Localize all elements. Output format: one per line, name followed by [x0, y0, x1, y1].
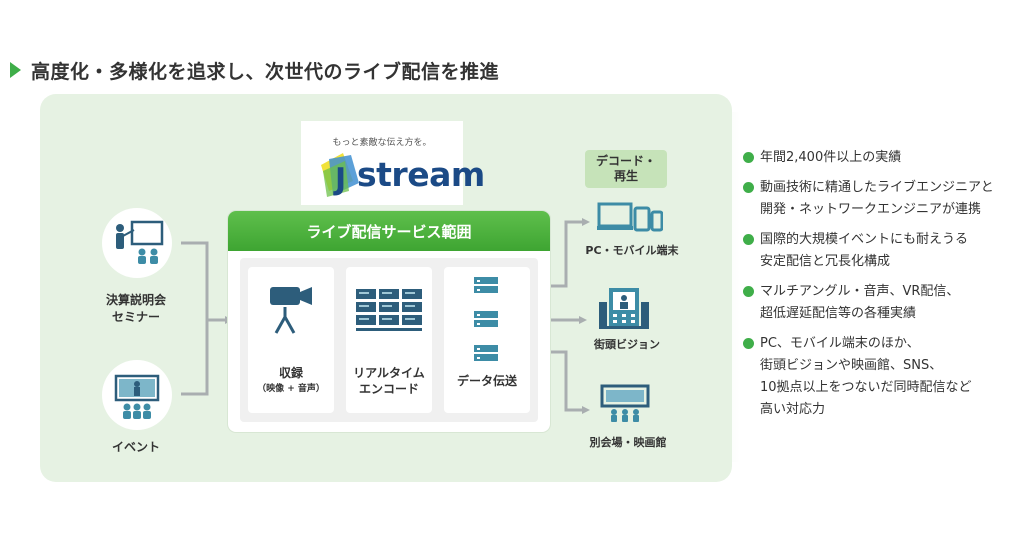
feature-item: 年間2,400件以上の実績 — [743, 147, 1018, 169]
service-scope-title: ライブ配信サービス範囲 — [306, 223, 472, 241]
step-transmit-label: データ伝送 — [456, 374, 517, 388]
service-scope-header — [228, 211, 550, 251]
section-heading: 高度化・多様化を追求し、次世代のライブ配信を推進 — [10, 58, 500, 83]
source-seminar-label: 決算説明会 セミナー — [105, 293, 166, 324]
bullet-dot-icon — [743, 338, 754, 349]
encoder-server-icon — [356, 289, 422, 331]
source-event-label: イベント — [111, 440, 160, 454]
features-list: 年間2,400件以上の実績 動画技術に精通したライブエンジニアと 開発・ネットワ… — [743, 147, 1018, 429]
heading-text: 高度化・多様化を追求し、次世代のライブ配信を推進 — [31, 60, 500, 83]
logo-mark-icon: J — [321, 153, 359, 197]
pc-mobile-devices-icon — [597, 202, 663, 232]
jstream-logo: もっと素敵な伝え方を。 J stream — [301, 121, 485, 205]
source-event-circle — [102, 360, 172, 430]
event-stage-icon — [114, 374, 160, 419]
bullet-dot-icon — [743, 286, 754, 297]
dest-theater-label: 別会場・映画館 — [589, 436, 667, 449]
step-recording-card: 収録 （映像 + 音声） — [248, 267, 334, 413]
decode-badge-label: デコード・ 再生 — [595, 154, 656, 183]
panel-edge-fade — [700, 112, 740, 462]
decode-badge — [585, 150, 667, 188]
source-seminar-circle — [102, 208, 172, 278]
feature-item: 国際的大規模イベントにも耐えうる 安定配信と冗長化構成 — [743, 229, 1018, 273]
feature-item: PC、モバイル端末のほか、 街頭ビジョンや映画館、SNS、 10拠点以上をつない… — [743, 333, 1018, 421]
bullet-dot-icon — [743, 152, 754, 163]
data-server-stack-icon — [474, 277, 498, 361]
theater-screen-icon — [600, 384, 650, 422]
step-recording-label: 収録 （映像 + 音声） — [257, 366, 325, 394]
logo-wordmark: stream — [357, 155, 485, 194]
step-encode-label: リアルタイム エンコード — [353, 366, 425, 396]
feature-item: マルチアングル・音声、VR配信、 超低遅延配信等の各種実績 — [743, 281, 1018, 325]
dest-pc-mobile-label: PC・モバイル端末 — [585, 244, 679, 257]
logo-tagline: もっと素敵な伝え方を。 — [332, 138, 432, 148]
dest-street-vision-label: 街頭ビジョン — [594, 338, 660, 351]
feature-item: 動画技術に精通したライブエンジニアと 開発・ネットワークエンジニアが連携 — [743, 177, 1018, 221]
street-vision-building-icon — [599, 288, 649, 329]
bullet-dot-icon — [743, 234, 754, 245]
svg-text:J: J — [333, 162, 346, 197]
video-camera-icon — [270, 287, 312, 334]
step-transmit-card: データ伝送 — [444, 267, 530, 413]
bullet-dot-icon — [743, 182, 754, 193]
step-encode-card: リアルタイム エンコード — [346, 267, 432, 413]
seminar-presenter-icon — [116, 220, 164, 264]
triangle-marker-icon — [10, 62, 21, 78]
